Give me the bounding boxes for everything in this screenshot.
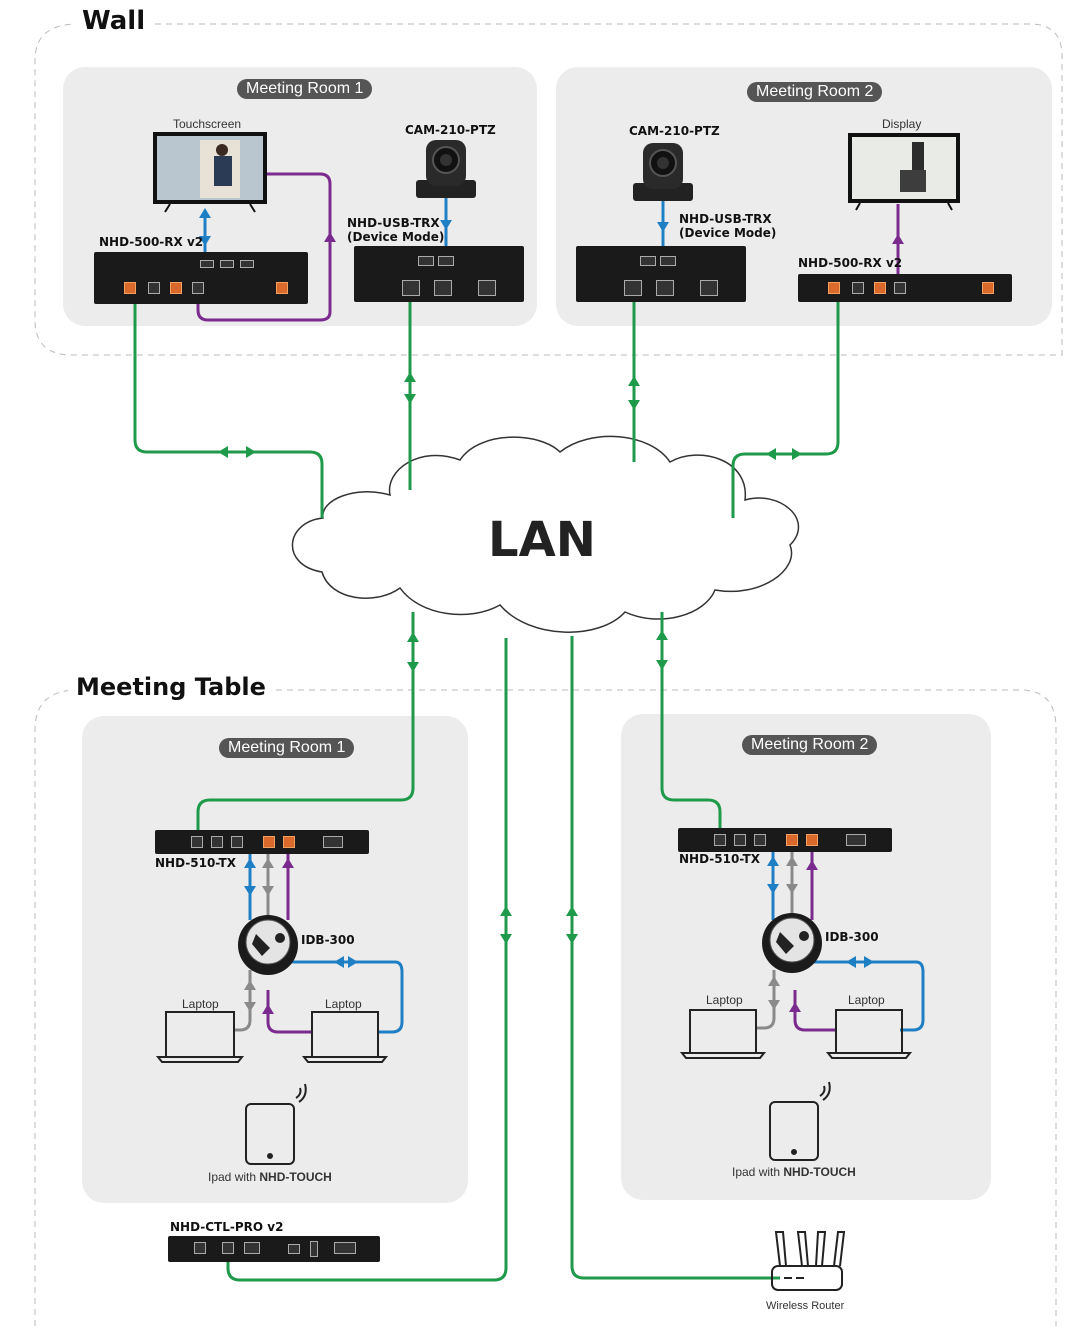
table-room-1-label: Meeting Room 1 — [219, 738, 355, 758]
usb-trx-label-room2-line1: NHD-USB-TRX — [679, 212, 772, 226]
nhd-500-rx-unit-room1 — [94, 252, 308, 304]
network-arrows — [218, 372, 802, 944]
ipad-label-device: NHD-TOUCH — [259, 1170, 332, 1184]
nhd-usb-trx-unit-room2 — [576, 246, 746, 302]
wireless-router-icon — [771, 1231, 846, 1291]
laptop-label-room2-left: Laptop — [706, 993, 743, 1007]
display-icon — [848, 133, 960, 211]
ipad-label-prefix: Ipad with — [208, 1170, 260, 1184]
ipad-label-prefix: Ipad with — [732, 1165, 784, 1179]
camera-label-room1: CAM-210-PTZ — [405, 123, 496, 137]
camera-ptz-icon — [416, 140, 476, 198]
laptop-icon — [825, 1009, 913, 1059]
usb-trx-label-room1-line2: (Device Mode) — [347, 230, 445, 244]
nhd-510-tx-unit-room1 — [155, 830, 369, 854]
usb-trx-label-room1-line1: NHD-USB-TRX — [347, 216, 440, 230]
touchscreen-label: Touchscreen — [173, 117, 242, 131]
usb-arrows — [199, 208, 874, 968]
laptop-icon — [301, 1011, 389, 1063]
wall-section-title: Wall — [74, 6, 154, 36]
camera-ptz-icon — [633, 143, 693, 201]
lan-cloud — [291, 435, 800, 633]
idb-puck-icon — [762, 913, 822, 973]
ipad-label-room2: Ipad with NHD-TOUCH — [732, 1165, 856, 1179]
tablet-icon — [245, 1083, 307, 1165]
tablet-icon — [769, 1081, 831, 1161]
hdmi-arrows — [262, 232, 904, 1014]
router-label: Wireless Router — [766, 1300, 845, 1312]
laptop-label-room1-left: Laptop — [182, 997, 219, 1011]
ipad-label-room1: Ipad with NHD-TOUCH — [208, 1170, 332, 1184]
nhd-500-rx-unit-room2 — [798, 274, 1012, 302]
idb-puck-icon — [238, 915, 298, 975]
idb-300-label-room1: IDB-300 — [301, 933, 355, 947]
laptop-label-room1-right: Laptop — [325, 997, 362, 1011]
nhd-ctl-pro-unit — [168, 1236, 380, 1262]
idb-300-label-room2: IDB-300 — [825, 930, 879, 944]
nhd-500-rx-label-room2: NHD-500-RX v2 — [798, 256, 903, 270]
network-links-table — [196, 612, 780, 1282]
table-room-2-label: Meeting Room 2 — [742, 735, 878, 755]
lan-label: LAN — [488, 512, 596, 568]
camera-label-room2: CAM-210-PTZ — [629, 124, 720, 138]
table-section-title: Meeting Table — [68, 673, 274, 701]
laptop-label-room2-right: Laptop — [848, 993, 885, 1007]
ipad-label-device: NHD-TOUCH — [783, 1165, 856, 1179]
wall-room-2-label: Meeting Room 2 — [747, 82, 883, 102]
wall-room-1-label: Meeting Room 1 — [237, 79, 373, 99]
laptop-icon — [155, 1011, 245, 1063]
nhd-500-rx-label-room1: NHD-500-RX v2 — [99, 235, 204, 249]
nhd-510-tx-unit-room2 — [678, 828, 892, 852]
controller-label: NHD-CTL-PRO v2 — [170, 1220, 284, 1234]
nhd-usb-trx-unit-room1 — [354, 246, 524, 302]
nhd-510-tx-label-room1: NHD-510-TX — [155, 856, 236, 870]
display-label: Display — [882, 117, 922, 131]
touchscreen-icon — [153, 132, 267, 213]
nhd-510-tx-label-room2: NHD-510-TX — [679, 852, 760, 866]
gray-arrows — [244, 856, 798, 1012]
usb-trx-label-room2-line2: (Device Mode) — [679, 226, 777, 240]
laptop-icon — [679, 1009, 767, 1059]
